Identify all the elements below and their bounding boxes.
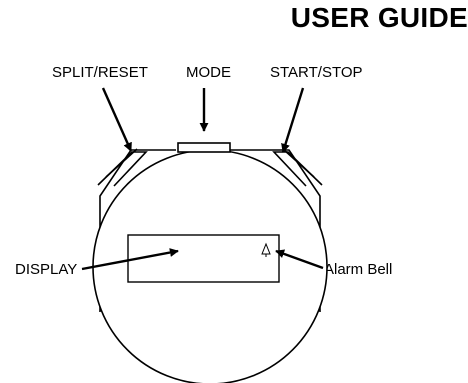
alarm-bell-arrow [275,249,324,270]
split-reset-arrow [101,87,133,152]
alarm-bell-label: Alarm Bell [324,261,393,278]
start-stop-button[interactable] [272,148,323,187]
split-reset-label: SPLIT/RESET [52,64,148,81]
mode-label: MODE [186,64,231,81]
display-label: DISPLAY [15,261,78,278]
bell-icon [261,242,271,257]
display-arrow [81,248,179,271]
start-stop-label: START/STOP [270,64,363,81]
split-reset-button[interactable] [97,148,148,187]
lcd-display [127,234,280,283]
start-stop-arrow [281,87,305,153]
page-title: USER GUIDE [290,2,468,33]
mode-button[interactable] [177,142,231,153]
